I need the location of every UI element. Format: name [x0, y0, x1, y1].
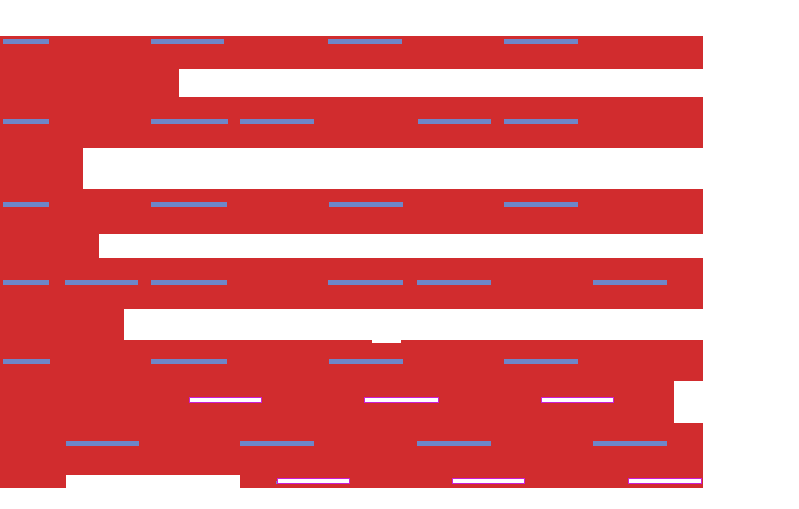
link-underline[interactable]	[3, 202, 49, 207]
link-underline[interactable]	[328, 280, 403, 285]
redacted-text-block	[0, 148, 83, 189]
visited-link-underline[interactable]	[189, 397, 262, 403]
link-underline[interactable]	[151, 280, 227, 285]
link-underline[interactable]	[504, 359, 578, 364]
link-underline[interactable]	[593, 280, 667, 285]
link-underline[interactable]	[151, 359, 227, 364]
link-underline[interactable]	[417, 280, 491, 285]
redacted-text-block	[0, 69, 179, 97]
link-underline[interactable]	[240, 441, 314, 446]
background-cutout	[674, 381, 703, 423]
link-underline[interactable]	[417, 441, 491, 446]
background-cutout	[66, 475, 240, 488]
link-underline[interactable]	[504, 39, 578, 44]
visited-link-underline[interactable]	[541, 397, 614, 403]
link-underline[interactable]	[504, 202, 578, 207]
background-cutout	[372, 340, 401, 343]
link-underline[interactable]	[151, 202, 227, 207]
visited-link-underline[interactable]	[452, 478, 525, 484]
link-underline[interactable]	[593, 441, 667, 446]
link-underline[interactable]	[3, 39, 49, 44]
link-underline[interactable]	[151, 39, 224, 44]
redacted-text-block	[0, 189, 703, 234]
link-underline[interactable]	[3, 119, 49, 124]
visited-link-underline[interactable]	[364, 397, 439, 403]
redacted-text-block	[0, 234, 99, 258]
link-underline[interactable]	[240, 119, 314, 124]
link-underline[interactable]	[329, 359, 403, 364]
redacted-text-block	[0, 97, 703, 148]
link-underline[interactable]	[66, 441, 139, 446]
link-underline[interactable]	[3, 359, 50, 364]
visited-link-underline[interactable]	[277, 478, 350, 484]
redacted-text-block	[0, 340, 703, 488]
link-underline[interactable]	[328, 39, 402, 44]
redacted-text-block	[0, 309, 124, 340]
link-underline[interactable]	[329, 202, 403, 207]
link-underline[interactable]	[504, 119, 578, 124]
link-underline[interactable]	[3, 280, 49, 285]
visited-link-underline[interactable]	[628, 478, 702, 484]
link-underline[interactable]	[151, 119, 228, 124]
link-underline[interactable]	[65, 280, 138, 285]
link-underline[interactable]	[418, 119, 491, 124]
